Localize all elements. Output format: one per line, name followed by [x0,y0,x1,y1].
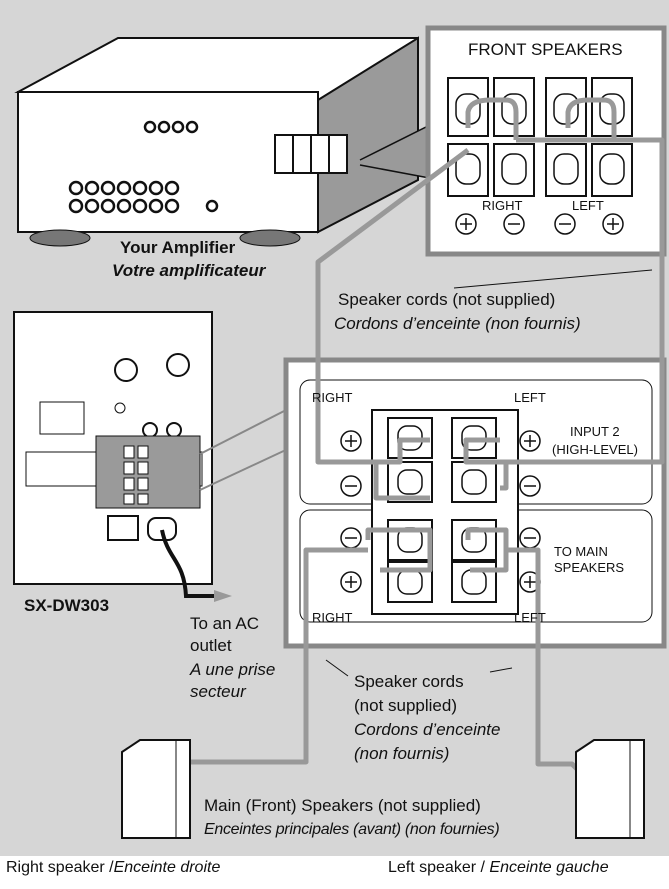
ac-outlet-label-fr-2: secteur [190,682,246,701]
speaker-cords-label-bottom-fr-1: Cordons d’enceinte [354,720,501,739]
left-speaker-fr: Enceinte gauche [489,859,609,876]
subwoofer-rear-panel [13,311,291,602]
to-main-speakers-label: SPEAKERS [554,560,625,575]
speaker-cords-label-top: Speaker cords (not supplied) [338,290,556,309]
ac-outlet-label-fr-1: A une prise [190,660,276,679]
sub-left-bottom-label: LEFT [514,610,546,625]
speaker-cords-label-bottom-fr-2: (non fournis) [354,744,450,763]
front-speakers-terminal-box [425,25,667,257]
front-right-label: RIGHT [482,198,523,213]
model-label: SX-DW303 [24,596,110,615]
speaker-cords-label-bottom-1: Speaker cords [354,672,464,691]
ac-outlet-label-2: outlet [190,636,232,655]
sub-right-top-label: RIGHT [312,390,353,405]
subwoofer-terminal-box [283,357,667,649]
leader-line [325,659,349,677]
amplifier-label: Your Amplifier [120,238,236,257]
input2-label: INPUT 2 [570,424,620,439]
leader-line [453,269,653,289]
leader-line [489,667,513,673]
amplifier-illustration [14,36,441,247]
main-speakers-label-fr: Enceintes principales (avant) (non fourn… [204,821,500,838]
ac-outlet-label-1: To an AC [190,614,259,633]
speaker-cords-label-bottom-2: (not supplied) [354,696,458,715]
left-speaker-label: Left speaker / Enceinte gauche [388,858,609,877]
to-main-label: TO MAIN [554,544,608,559]
amplifier-label-fr: Votre amplificateur [112,261,266,280]
sub-right-bottom-label: RIGHT [312,610,353,625]
right-speaker-label: Right speaker /Enceinte droite [6,858,220,877]
main-speakers [121,739,645,839]
right-speaker-en: Right speaker / [6,859,114,876]
front-left-label: LEFT [572,198,604,213]
main-speakers-label: Main (Front) Speakers (not supplied) [204,796,481,815]
sub-left-top-label: LEFT [514,390,546,405]
speaker-cords-label-top-fr: Cordons d’enceinte (non fournis) [334,314,581,333]
front-speakers-label: FRONT SPEAKERS [468,40,623,59]
input2-high-level-label: (HIGH-LEVEL) [552,442,638,457]
left-speaker-en: Left speaker / [388,859,490,876]
right-speaker-fr: Enceinte droite [113,859,221,876]
